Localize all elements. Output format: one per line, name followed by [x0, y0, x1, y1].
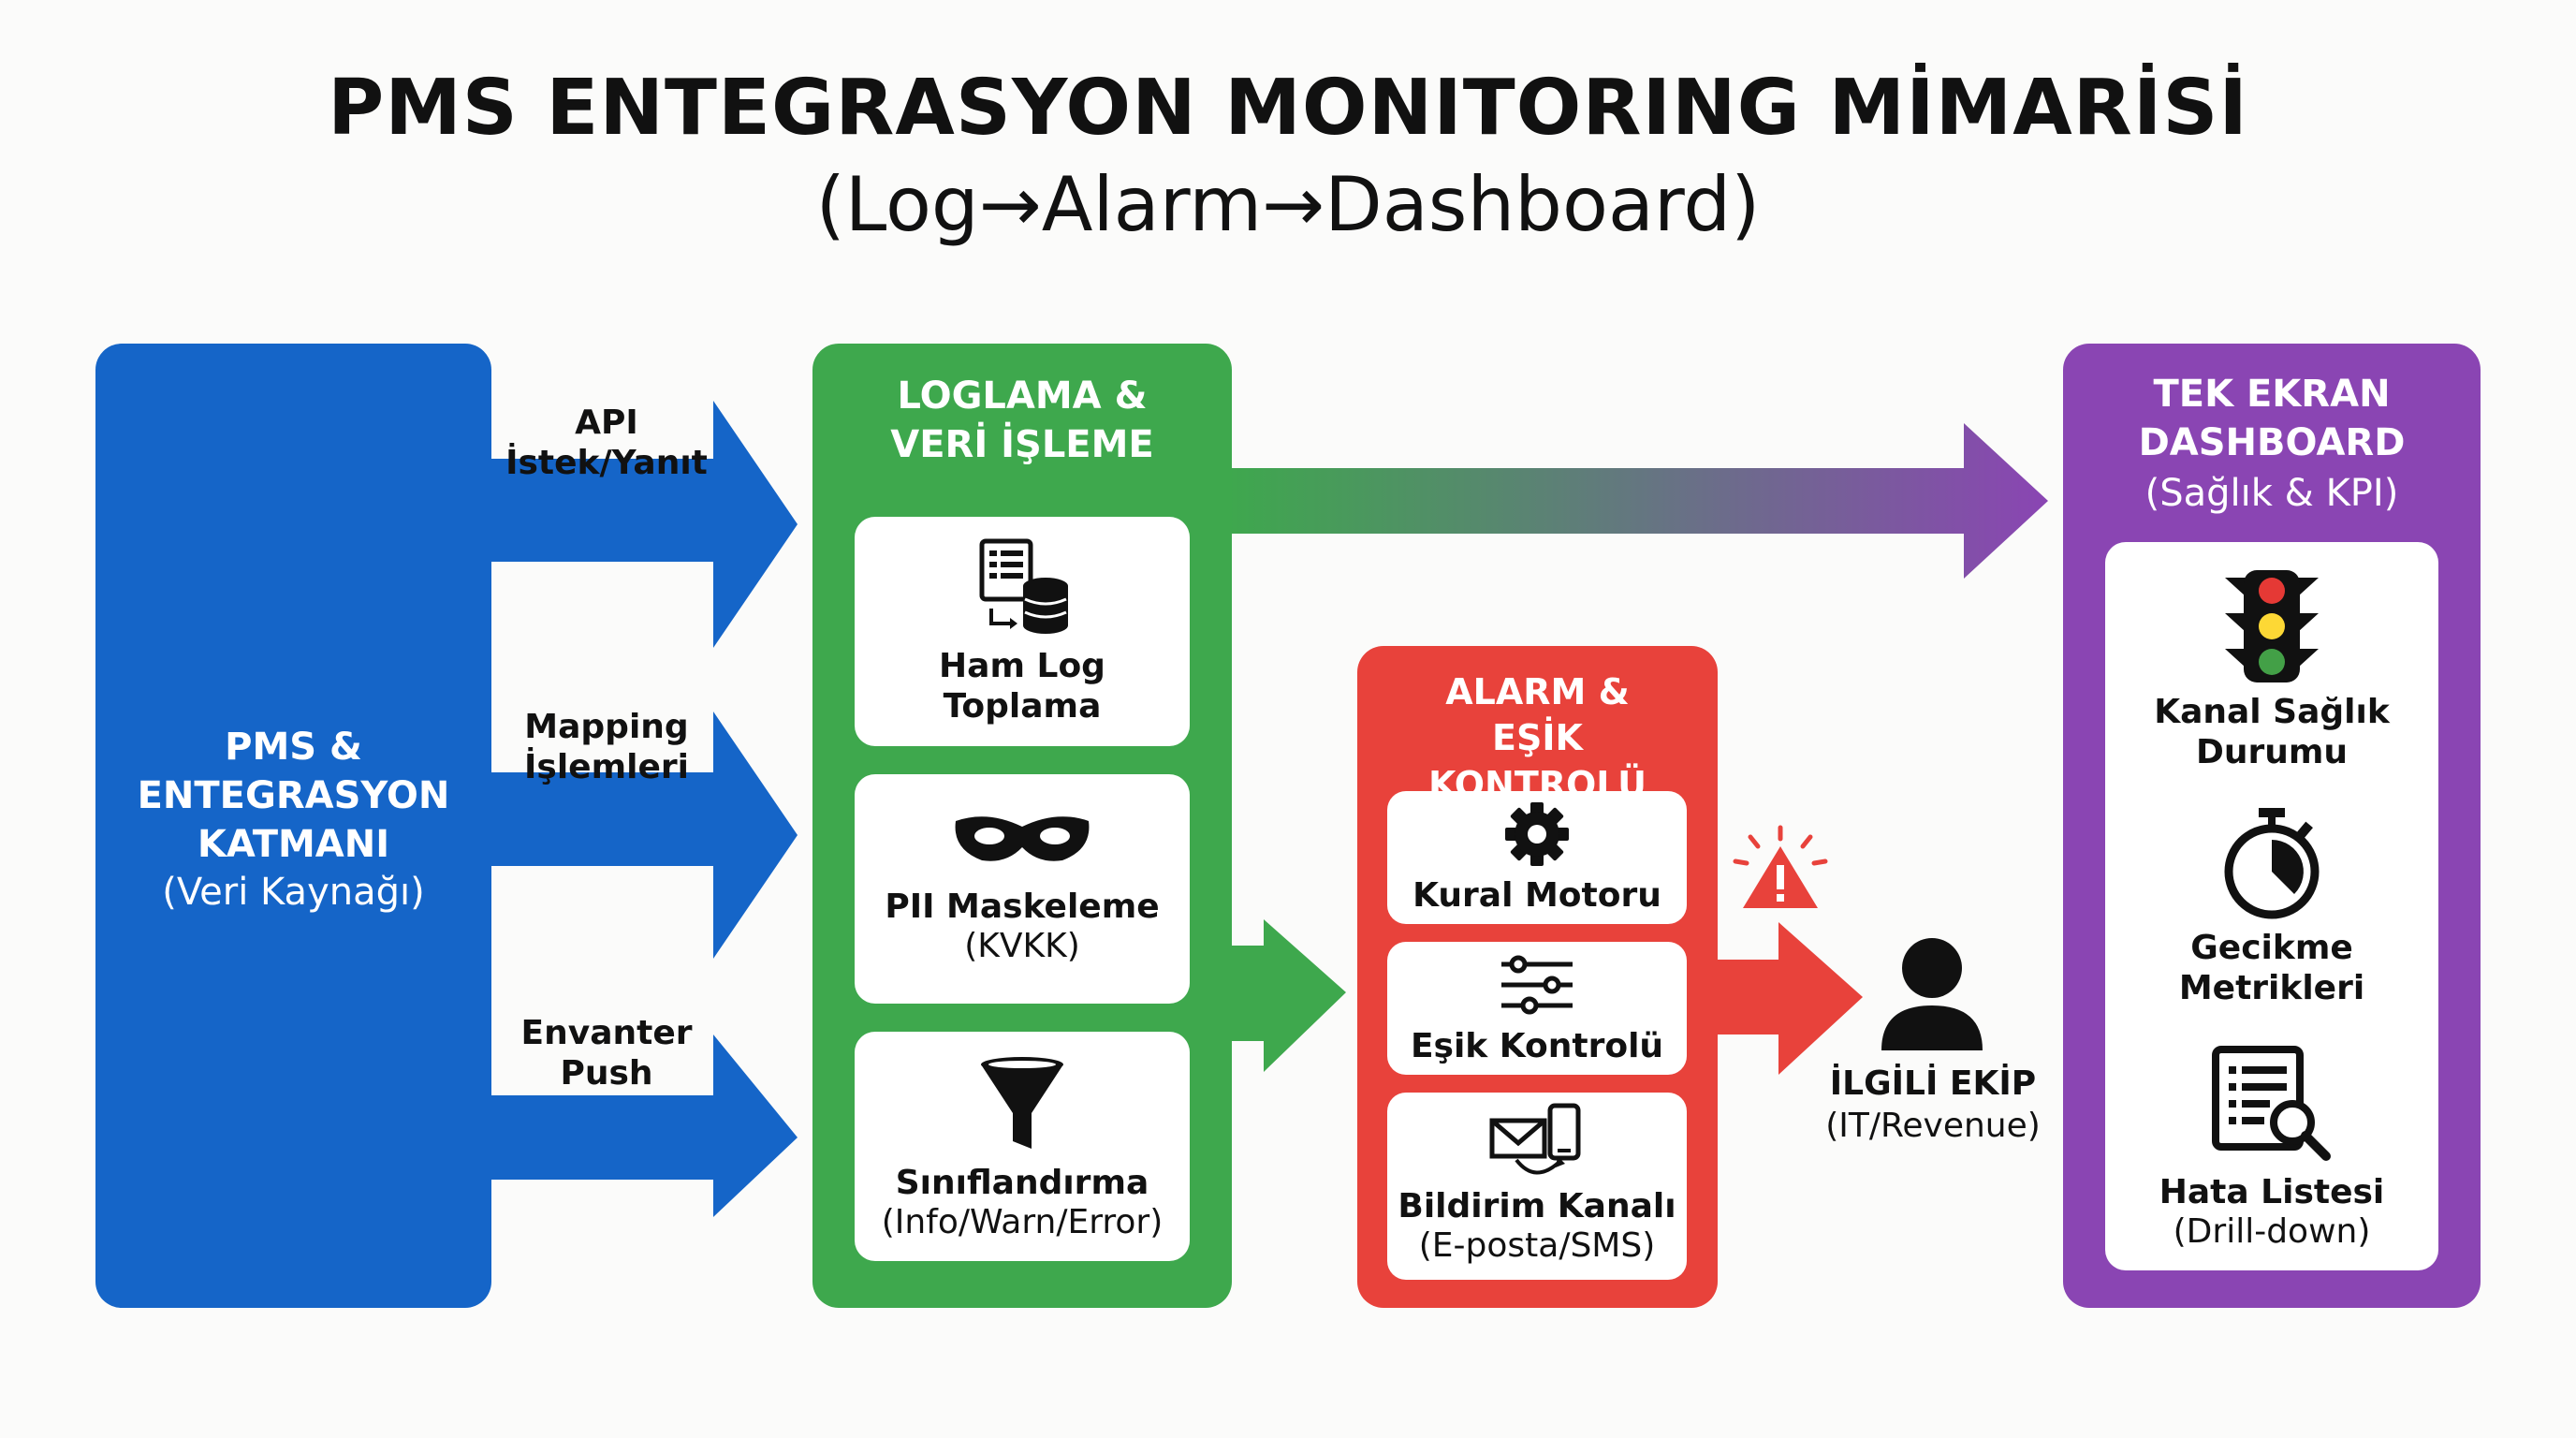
source-title: PMS & ENTEGRASYON KATMANI [137, 726, 450, 866]
card-ham-log-title: Ham Log Toplama [939, 647, 1105, 726]
card-kural-title: Kural Motoru [1412, 876, 1661, 915]
alarm-title: ALARM & EŞİK KONTROLÜ [1427, 671, 1647, 805]
card-esik-title: Eşik Kontrolü [1410, 1027, 1664, 1065]
card-siniflandirma-sub: (Info/Warn/Error) [881, 1203, 1164, 1241]
card-ham-log: Ham Log Toplama [855, 517, 1190, 746]
person-icon [1878, 936, 1986, 1052]
warning-icon [1732, 824, 1829, 912]
team-title: İLGİLİ EKİP [1829, 1064, 2037, 1103]
logging-title: LOGLAMA & VERİ İŞLEME [890, 374, 1154, 466]
card-bildirim: Bildirim Kanalı (E-posta/SMS) [1387, 1093, 1687, 1280]
dashboard-subtitle: (Sağlık & KPI) [2144, 472, 2399, 515]
dashboard-kanal-title: Kanal Sağlık Durumu [2154, 693, 2390, 772]
input-label-mapping: Mapping İşlemleri [524, 708, 689, 787]
arrow-to-team [1715, 922, 1863, 1075]
arrow-to-dashboard [1226, 423, 2048, 579]
mask-icon [952, 810, 1092, 866]
envelope-phone-icon [1488, 1102, 1586, 1181]
card-siniflandirma-title: Sınıflandırma [895, 1164, 1149, 1202]
sliders-icon [1498, 955, 1576, 1015]
card-siniflandirma: Sınıflandırma (Info/Warn/Error) [855, 1032, 1190, 1261]
funnel-icon [977, 1055, 1067, 1153]
dashboard-gecikme-title: Gecikme Metrikleri [2178, 929, 2365, 1008]
dashboard-hata-sub: (Drill-down) [2173, 1212, 2371, 1251]
source-subtitle: (Veri Kaynağı) [162, 871, 425, 914]
team-sub: (IT/Revenue) [1825, 1107, 2041, 1145]
logging-panel: LOGLAMA & VERİ İŞLEME Ham Log Toplama [812, 344, 1232, 1308]
arrow-envanter [487, 1034, 798, 1217]
gear-icon [1503, 800, 1571, 868]
page-title: PMS ENTEGRASYON MONITORING MİMARİSİ [328, 64, 2248, 153]
card-kural: Kural Motoru [1387, 791, 1687, 924]
arrow-to-alarm [1226, 919, 1346, 1072]
input-label-envanter: Envanter Push [520, 1014, 693, 1093]
arrow-api [487, 401, 798, 648]
database-icon [978, 537, 1072, 636]
page-subtitle: (Log→Alarm→Dashboard) [815, 161, 1761, 248]
dashboard-title: TEK EKRAN DASHBOARD [2138, 373, 2406, 464]
stopwatch-icon [2221, 806, 2322, 922]
card-bildirim-sub: (E-posta/SMS) [1418, 1226, 1656, 1265]
card-pii-sub: (KVKK) [964, 927, 1080, 965]
source-panel: PMS & ENTEGRASYON KATMANI (Veri Kaynağı) [95, 344, 491, 1308]
dashboard-hata-title: Hata Listesi [2159, 1173, 2385, 1211]
dashboard-card: Kanal Sağlık Durumu Gecikme Metrikleri [2105, 542, 2438, 1270]
input-label-api: API İstek/Yanıt [505, 404, 708, 483]
card-esik: Eşik Kontrolü [1387, 942, 1687, 1075]
document-search-icon [2210, 1044, 2332, 1164]
card-pii-title: PII Maskeleme [885, 888, 1160, 926]
dashboard-panel: TEK EKRAN DASHBOARD (Sağlık & KPI) Kanal… [2063, 344, 2481, 1308]
arrow-mapping [487, 712, 798, 959]
alarm-panel: ALARM & EŞİK KONTROLÜ Kural Motoru [1357, 646, 1718, 1308]
card-pii: PII Maskeleme (KVKK) [855, 774, 1190, 1004]
card-bildirim-title: Bildirim Kanalı [1398, 1187, 1676, 1225]
traffic-light-icon [2221, 568, 2322, 685]
